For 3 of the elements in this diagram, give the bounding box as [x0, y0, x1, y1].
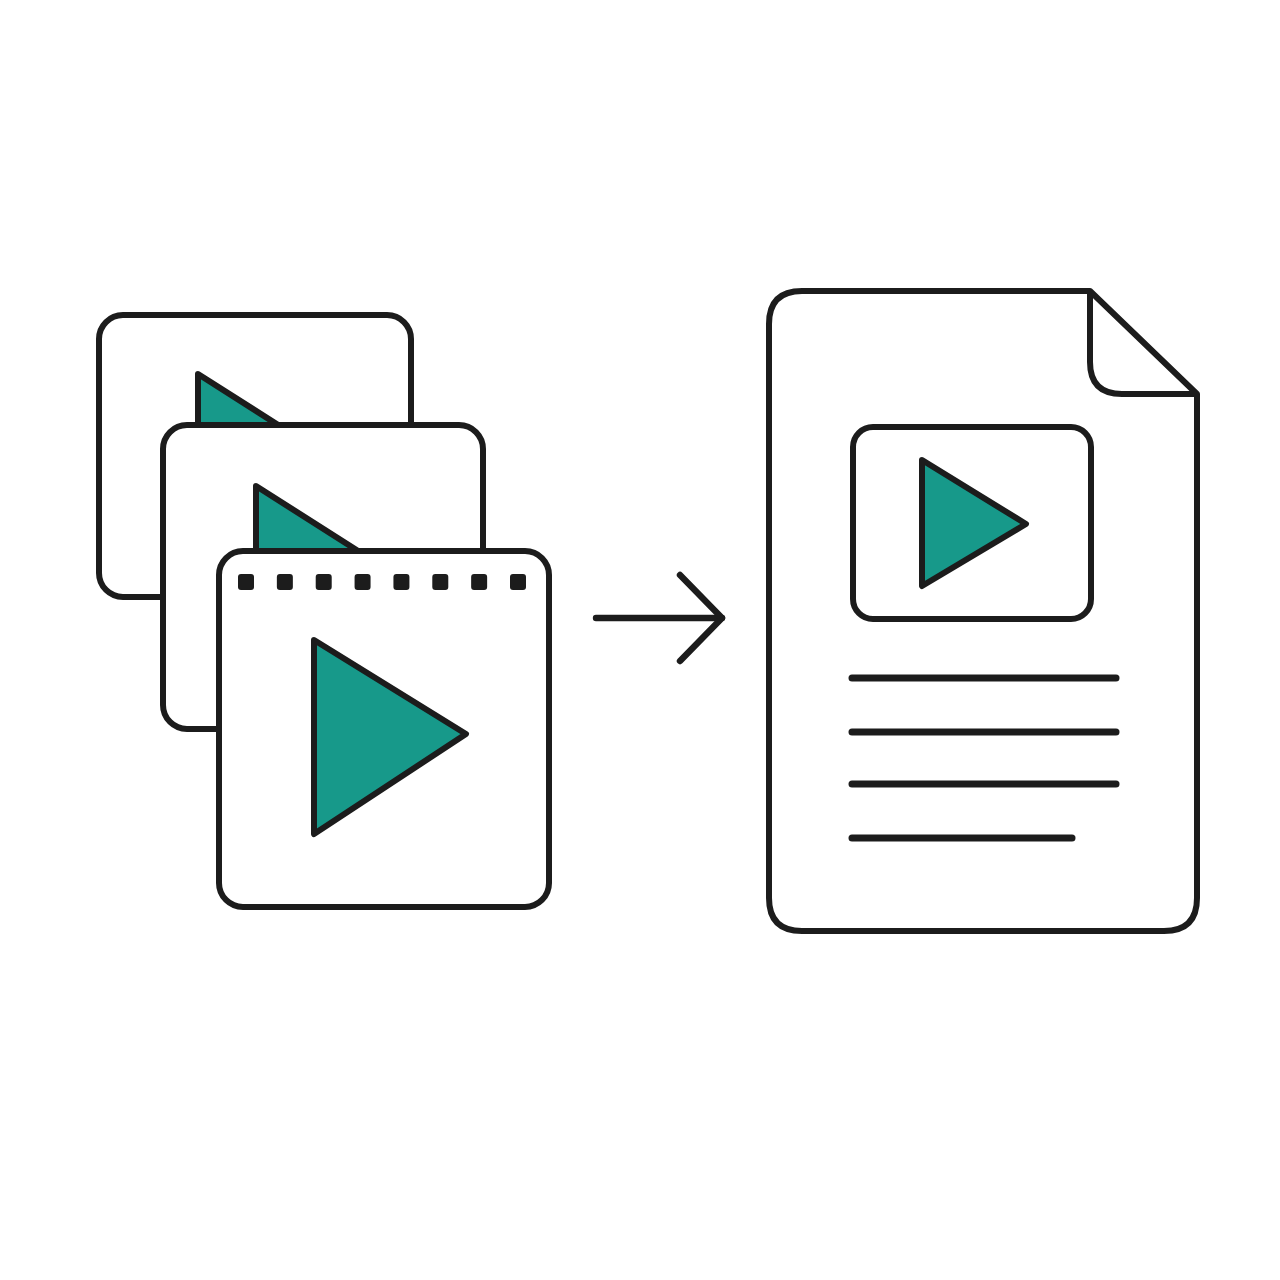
- video-document-illustration: [766, 288, 1200, 934]
- video-frames-stack-illustration: [96, 312, 552, 910]
- arrow: [592, 571, 726, 665]
